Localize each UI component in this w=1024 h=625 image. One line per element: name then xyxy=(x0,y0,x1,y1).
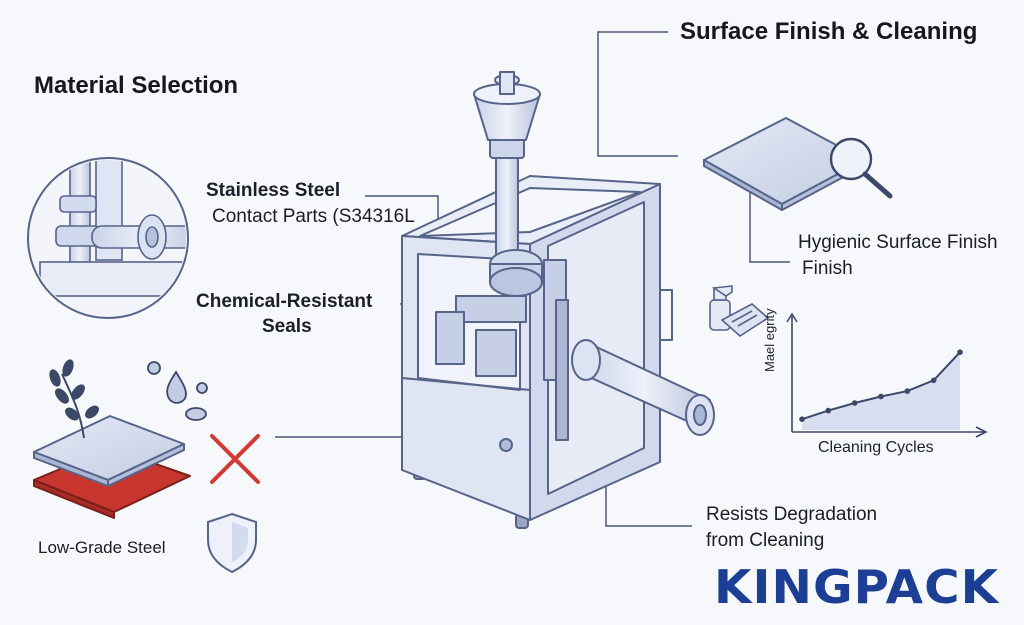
spray-bottle-icon xyxy=(709,285,733,331)
seals-label-line1: Chemical-Resistant xyxy=(196,291,373,312)
cloth-icon xyxy=(720,303,770,338)
chart-point xyxy=(957,349,963,356)
shield-icon xyxy=(207,512,257,574)
magnifier-icon xyxy=(829,137,893,199)
chart-point xyxy=(799,416,805,423)
droplet-icon xyxy=(147,361,208,421)
chart-area xyxy=(802,352,960,430)
chart-point xyxy=(825,407,832,414)
chart-series xyxy=(799,349,963,423)
chart-x-axis-label: Cleaning Cycles xyxy=(818,439,934,456)
mini-chart-axes xyxy=(786,312,988,438)
low-grade-label: Low-Grade Steel xyxy=(38,538,166,557)
surface-finish-heading: Surface Finish & Cleaning xyxy=(680,18,978,45)
callout-surface-title xyxy=(597,31,678,157)
cross-icon xyxy=(210,434,260,484)
chart-point xyxy=(904,388,911,394)
plant-icon xyxy=(49,359,99,439)
hygienic-label-line1: Hygienic Surface Finish xyxy=(798,232,998,253)
chart-y-axis-label: Mael egrity xyxy=(762,308,777,372)
resists-label-line2: from Cleaning xyxy=(706,530,825,551)
detail-zoom-circle xyxy=(27,157,189,319)
chart-point xyxy=(851,400,858,406)
resists-label-line1: Resists Degradation xyxy=(706,504,878,525)
seals-label-line2: Seals xyxy=(262,316,312,337)
low-grade-plates xyxy=(33,415,191,519)
stainless-label-line1: Stainless Steel xyxy=(206,180,341,201)
chart-point xyxy=(930,377,937,384)
brand-logo: KINGPACK xyxy=(714,560,1000,614)
material-selection-heading: Material Selection xyxy=(34,72,239,99)
stainless-label-line2: Contact Parts (S34316L xyxy=(212,206,415,227)
callout-hygienic xyxy=(749,172,790,263)
hygienic-label-line2: Finish xyxy=(802,258,853,279)
chart-point xyxy=(878,393,884,400)
machine-illustration xyxy=(401,71,715,529)
